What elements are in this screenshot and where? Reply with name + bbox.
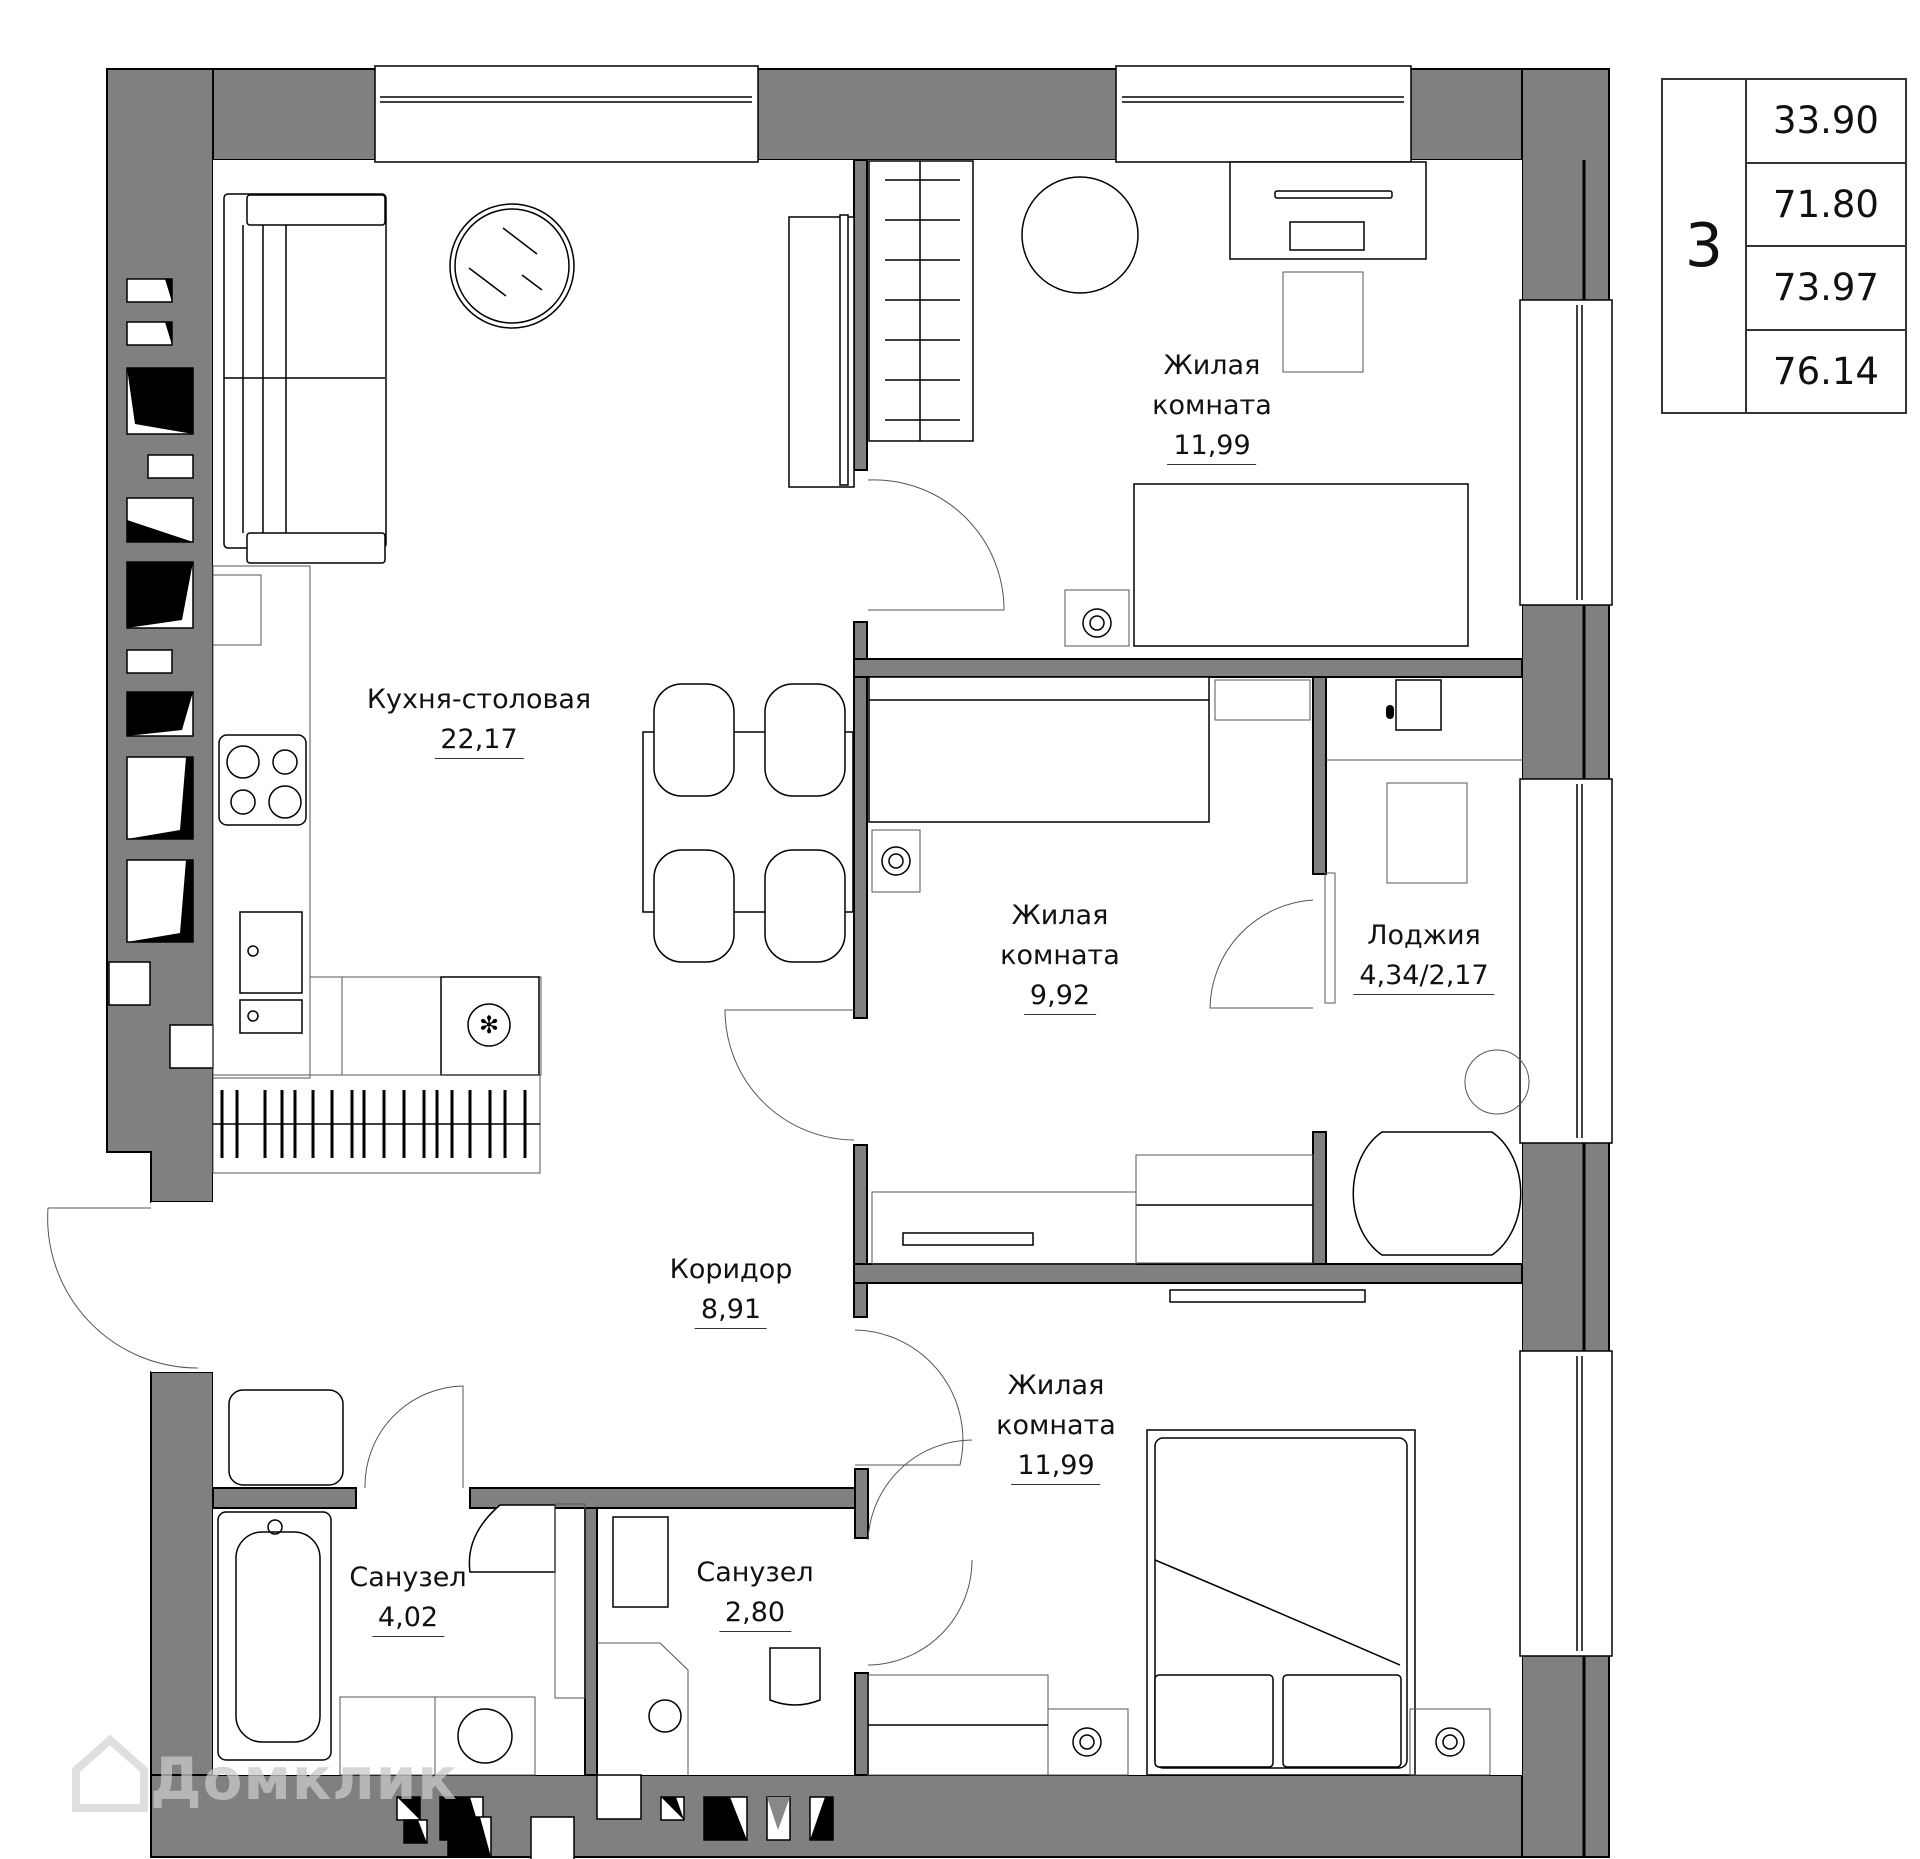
room-name-line2: комната bbox=[996, 1410, 1116, 1441]
room-name: Лоджия bbox=[1367, 920, 1481, 951]
room-area: 4,02 bbox=[371, 1600, 445, 1637]
room-name: Коридор bbox=[669, 1254, 793, 1285]
room-label-bedroom-top: Жилая комната 11,99 bbox=[1152, 346, 1272, 466]
room-label-corridor: Коридор 8,91 bbox=[669, 1250, 793, 1330]
doors bbox=[47, 479, 1314, 1666]
room-name: Санузел bbox=[349, 1562, 467, 1593]
area-with-loggia-full: 76.14 bbox=[1773, 349, 1879, 393]
top-bedroom-furniture bbox=[1021, 161, 1469, 647]
room-area: 11,99 bbox=[1167, 428, 1257, 465]
wardrobe-top bbox=[868, 160, 974, 442]
room-label-bathroom-small: Санузел 2,80 bbox=[696, 1553, 814, 1633]
sofa bbox=[223, 193, 387, 564]
room-area: 22,17 bbox=[434, 722, 524, 759]
middle-bedroom-furniture bbox=[868, 676, 1314, 1265]
bottom-bedroom-furniture bbox=[867, 1289, 1491, 1776]
room-label-bedroom-middle: Жилая комната 9,92 bbox=[1000, 896, 1120, 1016]
dining-table bbox=[642, 683, 854, 963]
room-name-line2: комната bbox=[1152, 390, 1272, 421]
room-name-line1: Жилая bbox=[1007, 1370, 1105, 1401]
svg-text:✻: ✻ bbox=[479, 1011, 499, 1039]
rooms-count: 3 bbox=[1663, 80, 1747, 412]
apartment-summary-table: 3 33.90 71.80 73.97 76.14 bbox=[1661, 78, 1907, 414]
room-name-line1: Жилая bbox=[1011, 900, 1109, 931]
room-name-line2: комната bbox=[1000, 940, 1120, 971]
room-area: 2,80 bbox=[718, 1595, 792, 1632]
room-label-bathroom-large: Санузел 4,02 bbox=[349, 1558, 467, 1638]
tv-stand bbox=[788, 214, 855, 488]
room-area: 8,91 bbox=[694, 1292, 768, 1329]
house-logo-icon bbox=[72, 1734, 148, 1812]
room-name-line1: Жилая bbox=[1163, 350, 1261, 381]
room-name: Санузел bbox=[696, 1557, 814, 1588]
room-area: 9,92 bbox=[1023, 978, 1097, 1015]
windows bbox=[374, 65, 1613, 1657]
room-label-bedroom-bottom: Жилая комната 11,99 bbox=[996, 1366, 1116, 1486]
area-values: 33.90 71.80 73.97 76.14 bbox=[1747, 80, 1905, 412]
kitchen-counter: ✻ bbox=[212, 565, 542, 1079]
loggia-furniture bbox=[1324, 679, 1530, 1256]
room-label-kitchen: Кухня-столовая 22,17 bbox=[367, 680, 591, 760]
watermark-text: Домклик bbox=[150, 1745, 458, 1813]
round-table bbox=[449, 203, 575, 329]
bathroom-furniture bbox=[217, 1389, 821, 1776]
kitchen-wardrobe bbox=[212, 1074, 541, 1174]
room-area: 4,34/2,17 bbox=[1353, 958, 1495, 995]
room-label-loggia: Лоджия 4,34/2,17 bbox=[1353, 916, 1495, 996]
room-area: 11,99 bbox=[1011, 1448, 1101, 1485]
area-living: 33.90 bbox=[1747, 80, 1905, 164]
bottom-wall-pattern bbox=[396, 1774, 834, 1859]
area-with-loggia-reduced: 73.97 bbox=[1747, 247, 1905, 331]
wall-pattern bbox=[108, 278, 214, 1069]
area-total: 71.80 bbox=[1747, 164, 1905, 247]
room-name: Кухня-столовая bbox=[366, 684, 592, 715]
